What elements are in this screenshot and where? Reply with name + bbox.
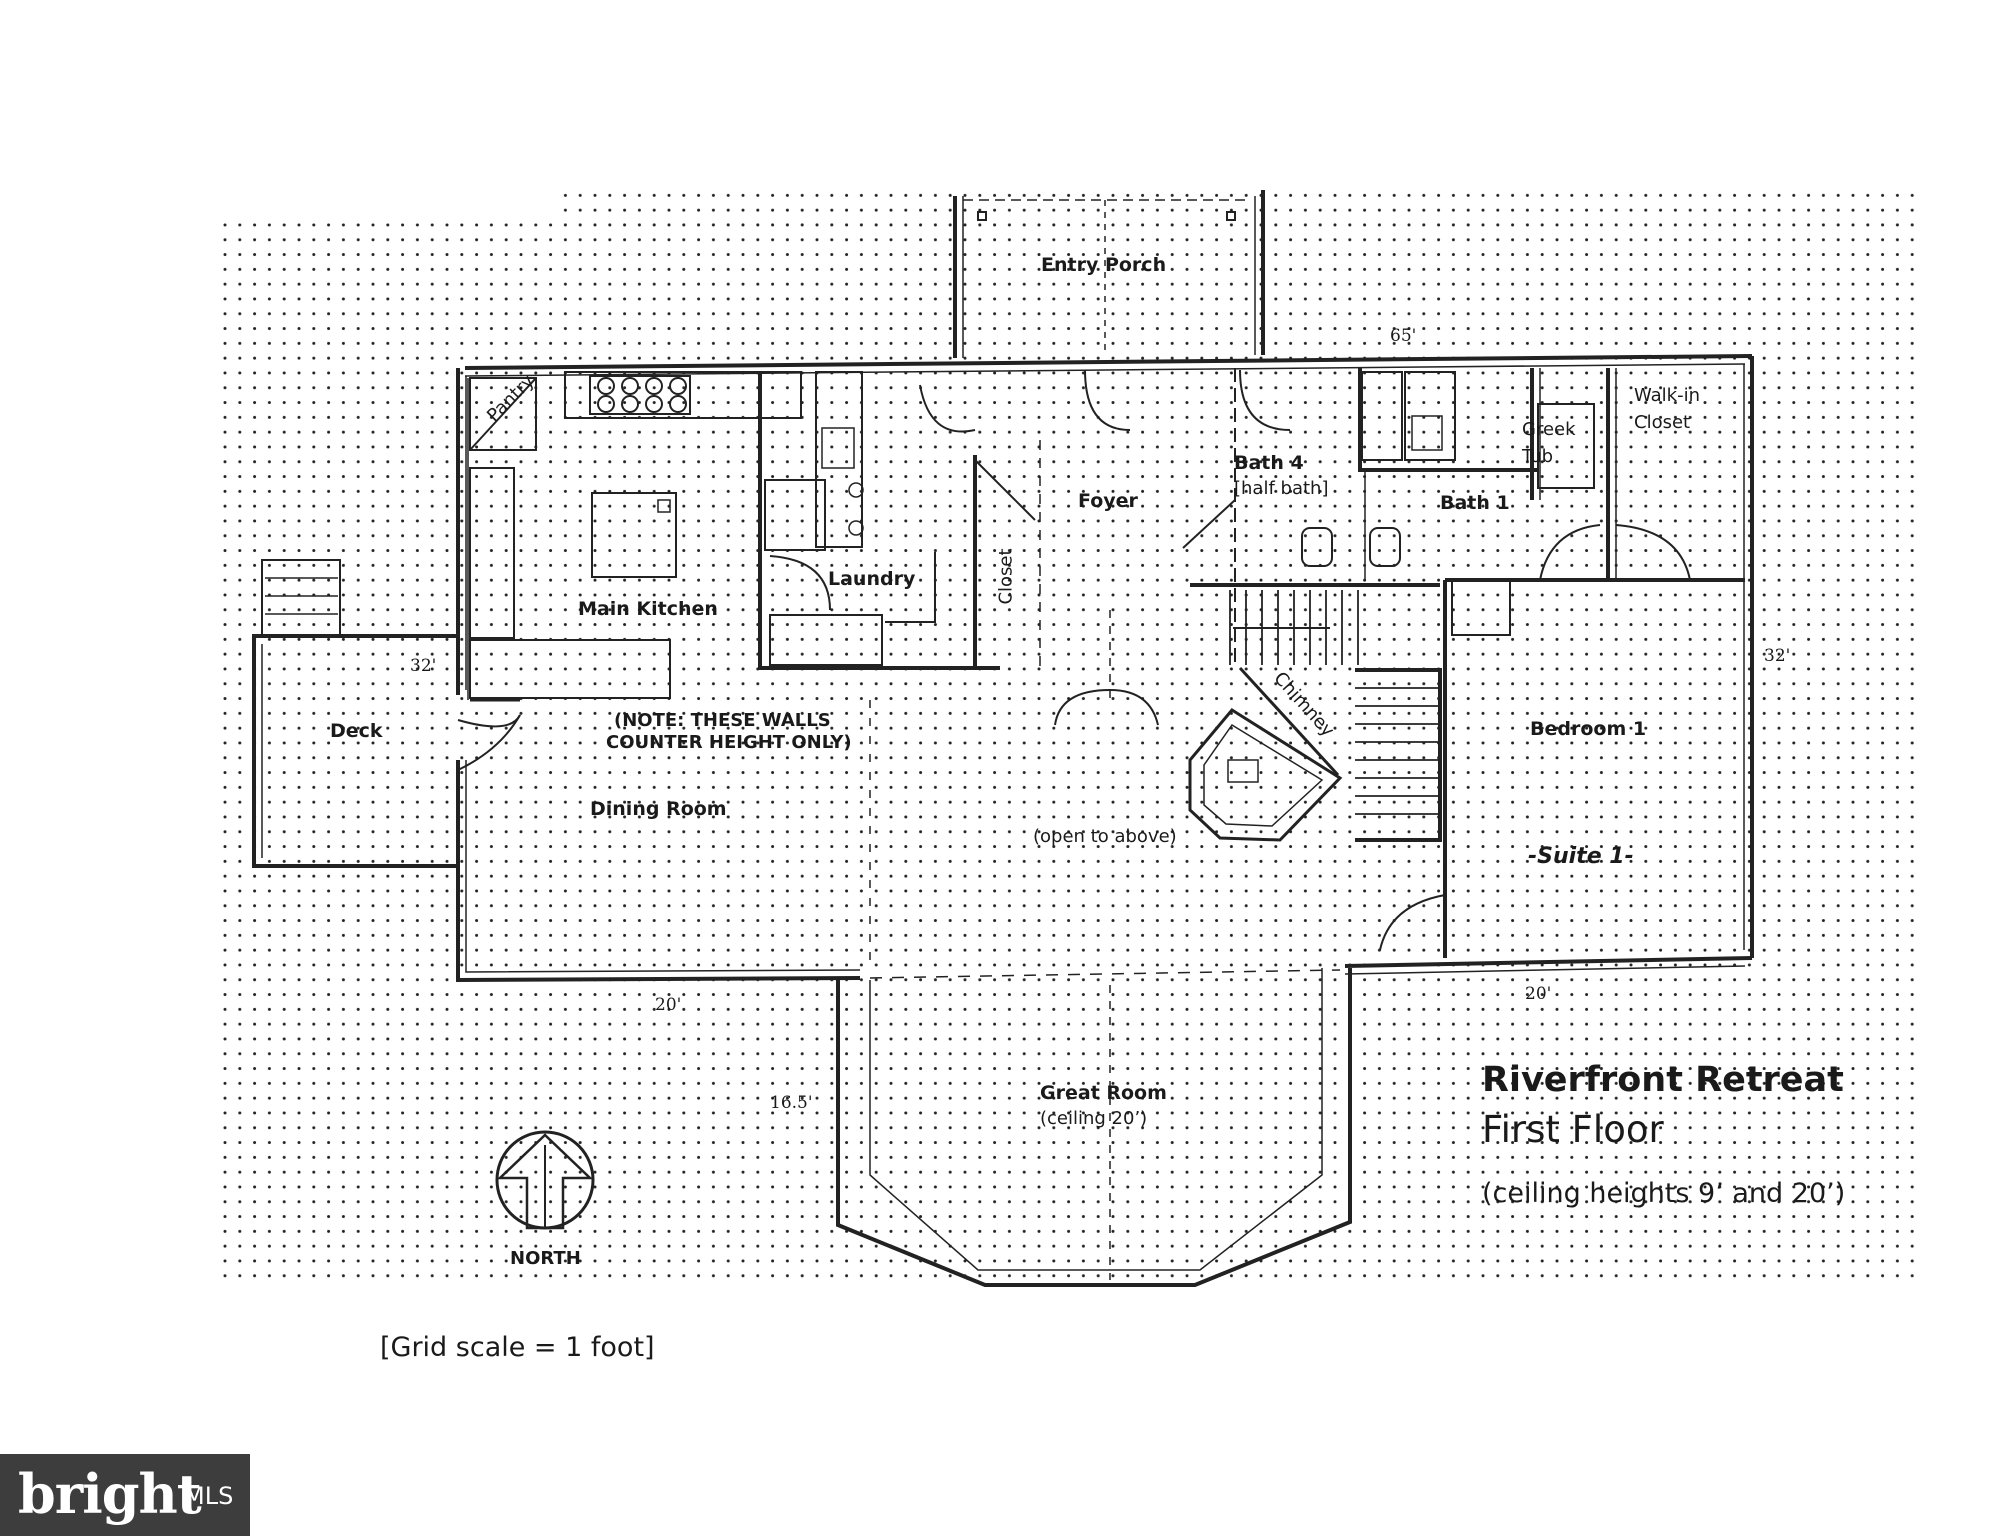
plan-floor: First Floor — [1482, 1108, 1664, 1151]
room-label-deck: Deck — [330, 720, 383, 742]
dimension-great-room: 16.5' — [770, 1093, 813, 1113]
foyer-walls — [919, 369, 1291, 726]
room-label-great-room-ceiling: (ceiling 20’) — [1040, 1108, 1148, 1129]
bright-mls-logo: bright MLS — [0, 1454, 250, 1536]
room-label-closet: Closet — [995, 548, 1017, 605]
grid-scale-note: [Grid scale = 1 foot] — [380, 1332, 655, 1363]
dimension-right: 32' — [1764, 646, 1791, 666]
suite-bath-walls — [1358, 368, 1745, 958]
exterior-walls — [456, 354, 1754, 983]
dimension-deck: 32' — [410, 656, 437, 676]
bath4-and-stairs — [1182, 368, 1442, 842]
room-label-dining-room: Dining Room — [590, 798, 727, 820]
room-label-great-room: Great Room — [1040, 1082, 1167, 1104]
note-walls-line1: (NOTE: THESE WALLS — [614, 710, 831, 731]
room-label-greek-tub: Greek Tub — [1522, 419, 1576, 467]
laundry-walls — [758, 371, 1000, 670]
room-label-laundry: Laundry — [828, 568, 916, 590]
note-walls-line2: COUNTER HEIGHT ONLY) — [606, 732, 852, 753]
room-label-foyer: Foyer — [1078, 490, 1138, 512]
dimension-bottom-right: 20' — [1525, 984, 1552, 1004]
entry-porch-outline — [953, 190, 1265, 358]
fireplace — [1188, 666, 1343, 842]
north-arrow-icon — [495, 1130, 595, 1230]
room-label-open-to-above: (open to above) — [1033, 826, 1177, 847]
room-label-bedroom1: Bedroom 1 — [1530, 718, 1647, 740]
grid-dots — [215, 190, 1915, 1282]
room-label-bath4-note: [half bath] — [1234, 478, 1329, 499]
room-label-entry-porch: Entry Porch — [1041, 254, 1167, 276]
dimension-top: 65' — [1390, 326, 1417, 346]
plan-ceiling-note: (ceiling heights 9’ and 20’) — [1482, 1178, 1846, 1209]
plan-title: Riverfront Retreat — [1482, 1060, 1844, 1100]
logo-wordmark: bright — [18, 1462, 202, 1526]
room-label-main-kitchen: Main Kitchen — [578, 598, 718, 620]
room-label-bath4: Bath 4 — [1234, 452, 1304, 474]
logo-suffix: MLS — [184, 1482, 234, 1510]
room-label-walk-in-closet: Walk-in Closet — [1634, 385, 1701, 433]
room-label-suite1: -Suite 1- — [1528, 844, 1634, 869]
north-label: NORTH — [510, 1248, 581, 1269]
kitchen-cabinets — [457, 371, 802, 771]
great-room-bay — [836, 968, 1352, 1287]
room-label-bath1: Bath 1 — [1440, 492, 1510, 514]
deck-outline — [252, 559, 458, 868]
dimension-bottom-left: 20' — [655, 995, 682, 1015]
